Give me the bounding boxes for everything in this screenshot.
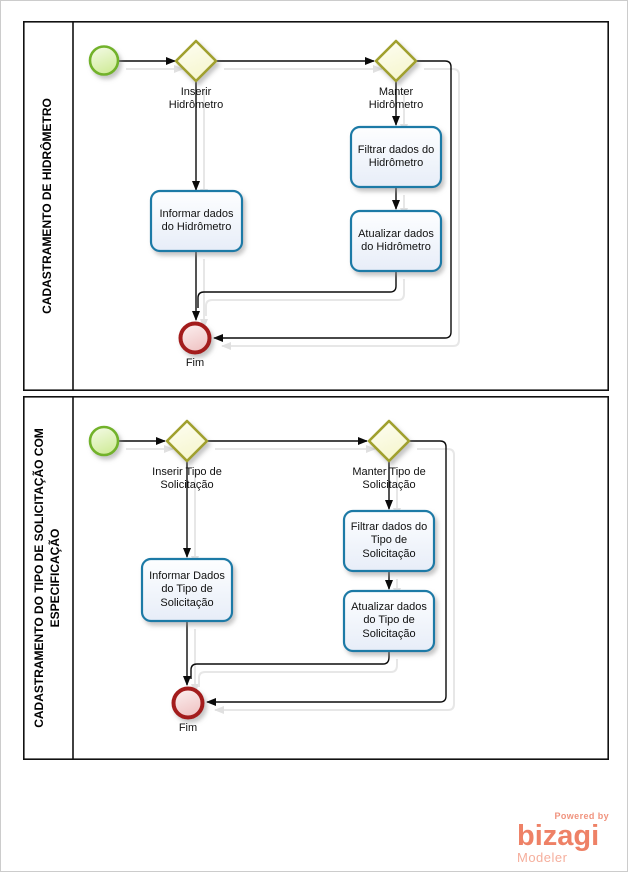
gateway-manter-hidrometro [374, 39, 418, 83]
end-event-label-tipo-solicitacao: Fim [178, 722, 198, 734]
pool-label-tipo-solicitacao: CADASTRAMENTO DO TIPO DE SOLICITAÇÃO COM… [18, 393, 78, 763]
start-event-tipo-solicitacao [88, 425, 120, 457]
bizagi-logo: Powered by bizagi Modeler [517, 811, 613, 865]
gateway-label-manter-hidrometro: Manter Hidrômetro [368, 86, 424, 112]
task-label-informar-dados-hidrometro: Informar dados do Hidrômetro [159, 207, 234, 233]
task-filtrar-dados-hidrometro [349, 125, 443, 189]
pool-hidrometro-frame [22, 20, 610, 391]
powered-by-text: Powered by [554, 811, 609, 821]
task-label-informar-dados-tipo-solicitacao: Informar Dados do Tipo de Solicitação [149, 569, 225, 609]
gateway-inserir-hidrometro [174, 39, 218, 83]
end-event-hidrometro [178, 321, 212, 355]
sequence-flows-pool-hidrometro [118, 57, 452, 342]
end-event-label-hidrometro: Fim [185, 357, 205, 369]
start-event-hidrometro [88, 45, 120, 76]
pool-label-text: CADASTRAMENTO DE HIDRÔMETRO [40, 98, 55, 314]
task-label-filtrar-dados-hidrometro: Filtrar dados do Hidrômetro [357, 143, 435, 169]
task-atualizar-dados-tipo-solicitacao [342, 589, 436, 653]
task-informar-dados-hidrometro [149, 189, 244, 253]
task-label-filtrar-dados-tipo-solicitacao: Filtrar dados do Tipo de Solicitação [350, 520, 428, 560]
gateway-label-inserir-tipo-solicitacao: Inserir Tipo de Solicitação [152, 466, 222, 492]
modeler-text: Modeler [517, 850, 568, 865]
task-filtrar-dados-tipo-solicitacao [342, 509, 436, 573]
gateway-label-manter-tipo-solicitacao: Manter Tipo de Solicitação [352, 466, 426, 492]
sequence-flow-shadows [126, 65, 460, 714]
pool-tipo-solicitacao-frame [22, 395, 610, 760]
flow-manter-to-fim [213, 60, 452, 342]
gateway-label-inserir-hidrometro: Inserir Hidrômetro [168, 86, 224, 112]
flow-manter-to-fim-tipo [206, 440, 447, 706]
pool-label-line2: ESPECIFICAÇÃO [48, 528, 62, 628]
pool-label-hidrometro: CADASTRAMENTO DE HIDRÔMETRO [18, 21, 78, 391]
flow-atualizar-to-fim [197, 271, 397, 308]
sequence-flows-pool-tipo-solicitacao [118, 437, 447, 706]
bizagi-brand-text: bizagi [517, 820, 600, 852]
gateway-inserir-tipo-solicitacao [165, 419, 209, 463]
pool-label-line1: CADASTRAMENTO DO TIPO DE SOLICITAÇÃO COM [32, 428, 47, 728]
task-label-atualizar-dados-tipo-solicitacao: Atualizar dados do Tipo de Solicitação [351, 600, 427, 640]
end-event-tipo-solicitacao [171, 686, 205, 720]
gateway-manter-tipo-solicitacao [367, 419, 411, 463]
task-informar-dados-tipo-solicitacao [140, 557, 234, 623]
task-label-atualizar-dados-hidrometro: Atualizar dados do Hidrômetro [358, 227, 434, 253]
task-atualizar-dados-hidrometro [349, 209, 443, 273]
flow-atualizar-to-fim-tipo [190, 651, 390, 679]
